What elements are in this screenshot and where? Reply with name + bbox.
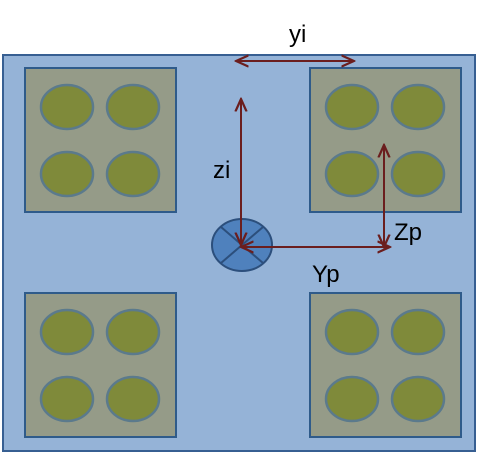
yi-label: yi [289,21,307,48]
bolt-block-top-left [24,67,177,213]
bolt-top-right-4 [390,150,446,198]
zp-label: Zp [394,219,423,246]
bolt-top-right-3 [324,150,380,198]
bolt-block-top-right [309,67,462,213]
bolt-block-bottom-right [309,292,462,438]
bolt-top-right-2 [390,83,446,131]
bolt-bottom-right-4 [390,375,446,423]
bolt-bottom-right-2 [390,308,446,356]
bolt-bottom-right-1 [324,308,380,356]
zi-label: zi [213,157,231,184]
bolt-top-right-1 [324,83,380,131]
bolt-bottom-left-1 [39,308,95,356]
bolt-top-left-1 [39,83,95,131]
bolt-top-left-3 [39,150,95,198]
bolt-bottom-right-3 [324,375,380,423]
yp-label: Yp [312,261,340,288]
bolt-top-left-2 [105,83,161,131]
bolt-bottom-left-2 [105,308,161,356]
bolt-block-bottom-left [24,292,177,438]
bolt-bottom-left-4 [105,375,161,423]
bolt-bottom-left-3 [39,375,95,423]
bolt-top-left-4 [105,150,161,198]
